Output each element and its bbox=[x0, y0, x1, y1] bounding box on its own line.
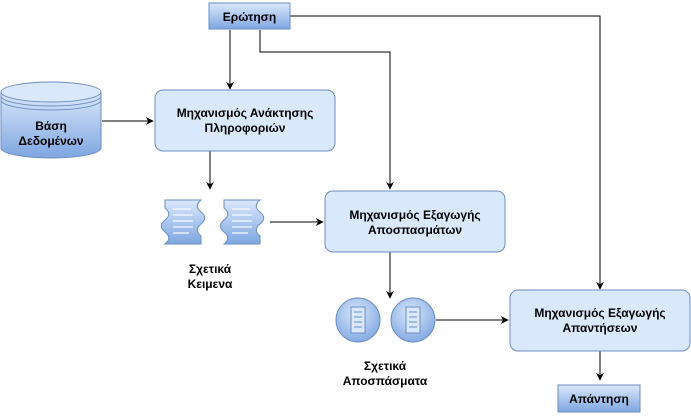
passage-engine-label-line1: Μηχανισμός Εξαγωγής bbox=[349, 208, 480, 222]
question-label: Ερώτηση bbox=[223, 10, 276, 24]
arrow-question-to-passage-engine bbox=[259, 30, 394, 190]
answer-label: Απάντηση bbox=[569, 392, 629, 406]
retrieval-engine-node: Μηχανισμός Ανάκτησης Πληροφοριών bbox=[154, 89, 336, 152]
relevant-passages-label-line1: Σχετικά bbox=[364, 359, 407, 373]
answer-engine-node: Μηχανισμός Εξαγωγής Απαντήσεων bbox=[509, 289, 691, 352]
document-icon bbox=[160, 199, 206, 245]
database-node: Βάση Δεδομένων bbox=[0, 81, 102, 159]
answer-node: Απάντηση bbox=[557, 384, 641, 413]
question-node: Ερώτηση bbox=[208, 2, 291, 30]
relevant-texts-node: Σχετικά Κειμενα bbox=[160, 199, 265, 291]
database-label-line1: Βάση bbox=[35, 119, 67, 133]
answer-engine-label-line2: Απαντήσεων bbox=[563, 321, 638, 335]
retrieval-engine-label-line1: Μηχανισμός Ανάκτησης bbox=[177, 106, 314, 120]
document-icon bbox=[219, 199, 265, 245]
passage-engine-node: Μηχανισμός Εξαγωγής Αποσπασμάτων bbox=[324, 190, 506, 253]
passage-engine-label-line2: Αποσπασμάτων bbox=[368, 223, 462, 237]
relevant-passages-node: Σχετικά Αποσπάσματα bbox=[335, 297, 436, 388]
relevant-passages-label-line2: Αποσπάσματα bbox=[343, 374, 428, 388]
answer-engine-label-line1: Μηχανισμός Εξαγωγής bbox=[534, 306, 665, 320]
retrieval-engine-label-line2: Πληροφοριών bbox=[205, 121, 286, 135]
arrow-question-to-answer-engine bbox=[290, 15, 604, 290]
passage-icon bbox=[335, 297, 381, 343]
database-label-line2: Δεδομένων bbox=[18, 134, 83, 148]
connectors bbox=[102, 15, 604, 381]
relevant-texts-label-line1: Σχετικά bbox=[189, 262, 232, 276]
relevant-texts-label-line2: Κειμενα bbox=[188, 277, 233, 291]
passage-icon bbox=[390, 297, 436, 343]
